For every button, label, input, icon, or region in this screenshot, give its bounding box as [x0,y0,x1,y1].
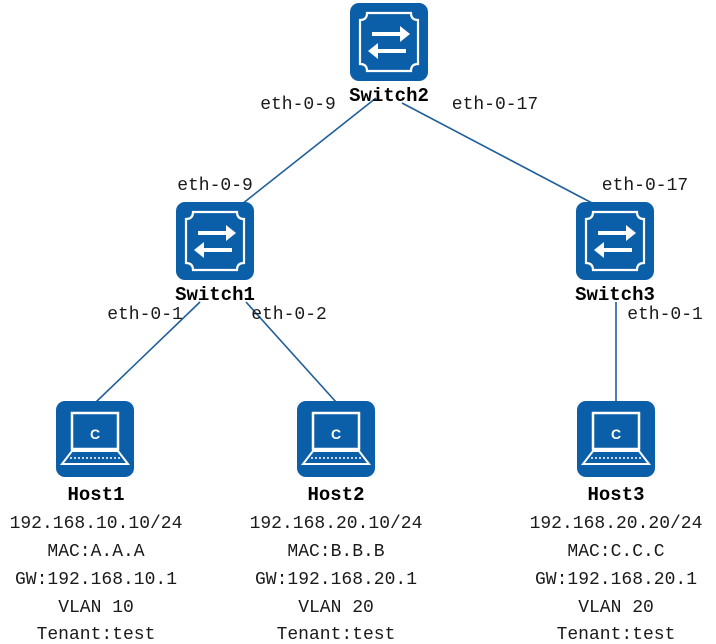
host1-label: Host1 [67,484,124,506]
switch1-port-up: eth-0-9 [177,176,253,196]
switch3-label: Switch3 [575,284,655,306]
switch1-label: Switch1 [175,284,255,306]
host2-node: C Host2 192.168.20.10/24 MAC:B.B.B GW:19… [250,399,423,644]
link-switch2-switch3 [401,102,593,204]
host1-vlan: VLAN 10 [58,598,134,618]
switch1-port-right: eth-0-2 [251,305,327,325]
switch1-port-left: eth-0-1 [107,305,183,325]
link-switch1-host1 [95,301,201,403]
host3-ip: 192.168.20.20/24 [530,514,703,534]
host3-mac: MAC:C.C.C [567,542,664,562]
switch3-node: eth-0-17 Switch3 eth-0-1 [574,176,703,325]
host2-vlan: VLAN 20 [298,598,374,618]
host1-gateway: GW:192.168.10.1 [15,570,177,590]
host3-vlan: VLAN 20 [578,598,654,618]
host2-tenant: Tenant:test [277,625,396,644]
switch2-port-left: eth-0-9 [260,95,336,115]
switch3-port-down: eth-0-1 [627,305,703,325]
host2-ip: 192.168.20.10/24 [250,514,423,534]
host3-node: C Host3 192.168.20.20/24 MAC:C.C.C GW:19… [530,399,703,644]
link-switch2-switch1 [241,97,377,205]
host1-node: C Host1 192.168.10.10/24 MAC:A.A.A GW:19… [10,399,183,644]
host3-gateway: GW:192.168.20.1 [535,570,697,590]
switch1-node: eth-0-9 Switch1 eth-0-1 eth-0-2 [107,176,327,325]
computer-icon-letter: C [331,426,341,442]
host2-label: Host2 [307,484,364,506]
switch-icon [574,200,656,282]
host2-gateway: GW:192.168.20.1 [255,570,417,590]
switch3-port-up: eth-0-17 [602,176,688,196]
host2-mac: MAC:B.B.B [287,542,384,562]
switch-icon [348,1,430,83]
computer-icon-letter: C [90,426,100,442]
link-switch1-host2 [245,301,337,403]
host1-tenant: Tenant:test [37,625,156,644]
switch2-node: Switch2 eth-0-9 eth-0-17 [260,1,538,115]
host1-ip: 192.168.10.10/24 [10,514,183,534]
switch2-label: Switch2 [349,85,429,107]
host3-label: Host3 [587,484,644,506]
host1-mac: MAC:A.A.A [47,542,144,562]
switch-icon [174,200,256,282]
computer-icon-letter: C [611,426,621,442]
host3-tenant: Tenant:test [557,625,676,644]
switch2-port-right: eth-0-17 [452,95,538,115]
